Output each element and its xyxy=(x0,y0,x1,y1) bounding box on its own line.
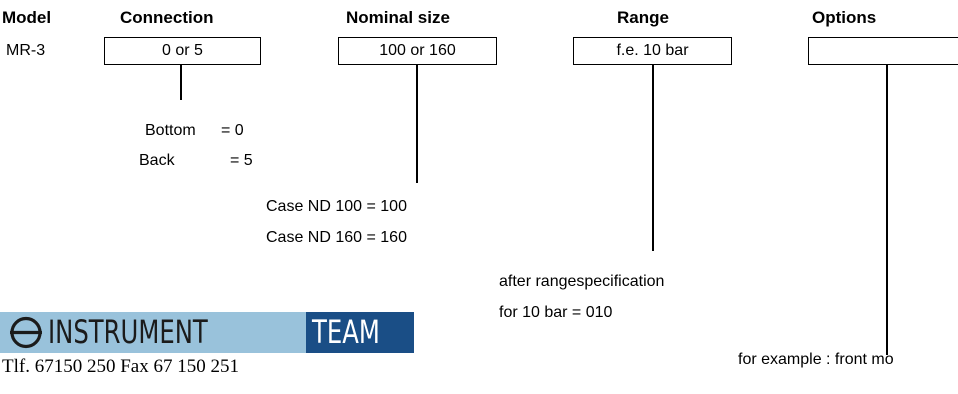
back-label: Back xyxy=(139,152,175,169)
options-box xyxy=(808,37,958,65)
range-box: f.e. 10 bar xyxy=(573,37,732,65)
company-logo: INSTRUMENT TEAM AS xyxy=(0,312,414,392)
options-connector-line xyxy=(886,65,888,355)
connection-box: 0 or 5 xyxy=(104,37,261,65)
model-value: MR-3 xyxy=(6,42,46,59)
logo-left-text: INSTRUMENT xyxy=(48,313,208,351)
bottom-value: = 0 xyxy=(221,122,244,139)
nominal-note-line2: Case ND 160 = 160 xyxy=(266,229,407,246)
options-note-line1: for example : front mo xyxy=(738,351,894,368)
header-connection: Connection xyxy=(120,8,214,27)
header-options: Options xyxy=(812,8,877,27)
range-note-line1: after rangespecification xyxy=(499,273,665,290)
back-value: = 5 xyxy=(230,152,253,169)
logo-right-text: TEAM AS xyxy=(312,313,380,392)
logo-circle-icon xyxy=(10,316,42,349)
header-model: Model xyxy=(2,8,52,27)
nominal-note-line1: Case ND 100 = 100 xyxy=(266,198,407,215)
range-connector-line xyxy=(652,65,654,251)
range-note-line2: for 10 bar = 010 xyxy=(499,304,613,321)
contact-info: Tlf. 67150 250 Fax 67 150 251 xyxy=(2,356,239,377)
connection-connector-line xyxy=(180,65,182,100)
logo-right-panel: TEAM AS xyxy=(306,312,414,392)
header-nominal-size: Nominal size xyxy=(346,8,450,27)
nominal-size-connector-line xyxy=(416,65,418,183)
logo-left-panel: INSTRUMENT xyxy=(0,312,306,353)
bottom-label: Bottom xyxy=(145,122,196,139)
header-range: Range xyxy=(617,8,669,27)
nominal-size-box: 100 or 160 xyxy=(338,37,497,65)
